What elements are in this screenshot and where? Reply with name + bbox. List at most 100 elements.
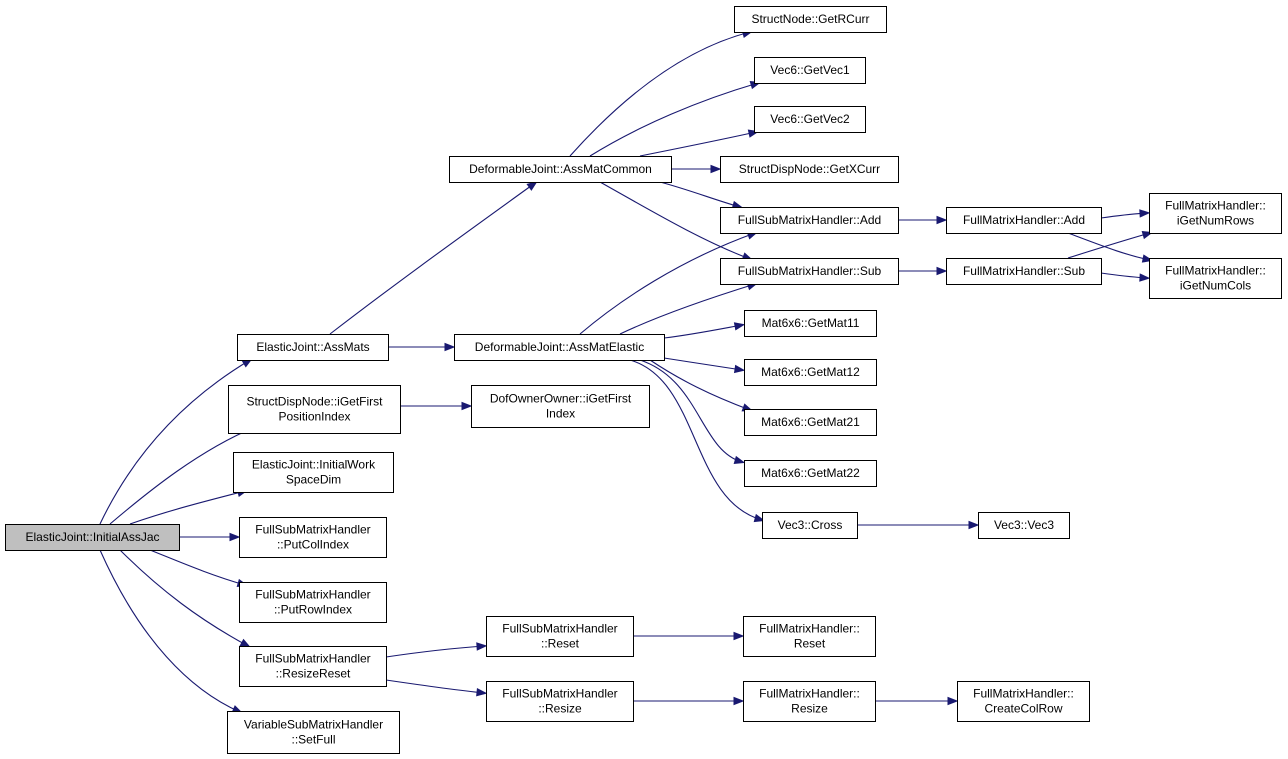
arrowhead <box>733 322 746 331</box>
node-vec3vec3[interactable]: Vec3::Vec3 <box>978 512 1070 539</box>
node-label: Mat6x6::GetMat22 <box>761 466 860 480</box>
node-label: Vec3::Vec3 <box>994 518 1054 532</box>
edge-line <box>329 182 536 335</box>
node-fsmadd[interactable]: FullSubMatrixHandler::Add <box>720 207 899 234</box>
edge-line <box>663 324 743 339</box>
node-label: Reset <box>794 637 826 651</box>
edge-line <box>385 645 485 658</box>
node-resizereset[interactable]: FullSubMatrixHandler::ResizeReset <box>239 646 387 687</box>
edge-line <box>109 426 256 525</box>
arrowhead <box>733 455 746 465</box>
node-box <box>754 57 866 84</box>
node-label: FullMatrixHandler:: <box>1165 199 1266 213</box>
edge-line <box>99 359 251 525</box>
node-label: StructDispNode::iGetFirst <box>246 395 383 409</box>
node-label: Mat6x6::GetMat11 <box>762 316 860 330</box>
edge-fmadd-to-getnumrows <box>1100 209 1151 219</box>
node-getvec2[interactable]: Vec6::GetVec2 <box>754 106 866 133</box>
node-setfull[interactable]: VariableSubMatrixHandler::SetFull <box>227 711 400 754</box>
node-fmreset[interactable]: FullMatrixHandler::Reset <box>743 616 876 657</box>
node-fmsub[interactable]: FullMatrixHandler::Sub <box>946 258 1102 285</box>
nodes-layer: ElasticJoint::InitialAssJac ElasticJoint:… <box>5 6 1282 754</box>
arrowhead <box>947 696 959 706</box>
node-fmresize[interactable]: FullMatrixHandler::Resize <box>743 681 876 722</box>
node-getnumcols[interactable]: FullMatrixHandler::iGetNumCols <box>1149 258 1282 299</box>
edge-line <box>589 82 759 157</box>
node-label: ElasticJoint::AssMats <box>256 340 369 354</box>
edge-root-to-assmats <box>99 358 253 525</box>
node-putrow[interactable]: FullSubMatrixHandler::PutRowIndex <box>239 582 387 623</box>
edge-fmsub-to-getnumcols <box>1100 272 1151 282</box>
node-box <box>5 524 180 551</box>
edge-fmresize-to-createcolrow <box>875 696 959 706</box>
edge-root-to-putrow <box>149 549 249 588</box>
node-box <box>228 385 401 434</box>
node-assmats[interactable]: ElasticJoint::AssMats <box>237 334 389 361</box>
node-getxcurr[interactable]: StructDispNode::GetXCurr <box>720 156 899 183</box>
node-getnumrows[interactable]: FullMatrixHandler::iGetNumRows <box>1149 193 1282 234</box>
edge-assmatcommon-to-getvec2 <box>639 129 760 157</box>
node-assmatcommon[interactable]: DeformableJoint::AssMatCommon <box>449 156 672 183</box>
node-box <box>744 409 877 436</box>
edge-assmatelastic-to-vec3cross <box>629 359 766 523</box>
node-box <box>454 334 665 361</box>
node-getvec1[interactable]: Vec6::GetVec1 <box>754 57 866 84</box>
node-fsmsub[interactable]: FullSubMatrixHandler::Sub <box>720 258 899 285</box>
node-box <box>720 156 899 183</box>
node-label: ::PutRowIndex <box>274 603 352 617</box>
node-label: iGetNumRows <box>1177 214 1254 228</box>
arrowhead <box>1139 209 1151 218</box>
node-label: FullSubMatrixHandler <box>255 652 370 666</box>
arrowhead <box>229 532 241 542</box>
node-fmadd[interactable]: FullMatrixHandler::Add <box>946 207 1102 234</box>
node-label: Vec6::GetVec1 <box>770 63 850 77</box>
arrowhead <box>733 631 745 641</box>
node-getmat12[interactable]: Mat6x6::GetMat12 <box>744 359 877 386</box>
node-box <box>239 582 387 623</box>
node-fsmreset[interactable]: FullSubMatrixHandler::Reset <box>486 616 634 657</box>
node-label: DeformableJoint::AssMatCommon <box>469 162 652 176</box>
edge-line <box>119 549 249 647</box>
node-label: Mat6x6::GetMat21 <box>761 415 860 429</box>
node-box <box>946 207 1102 234</box>
node-box <box>233 452 394 493</box>
edge-resizereset-to-fsmresize <box>385 679 488 697</box>
node-box <box>744 310 877 337</box>
node-createcolrow[interactable]: FullMatrixHandler::CreateColRow <box>957 681 1090 722</box>
node-box <box>978 512 1070 539</box>
node-getmat11[interactable]: Mat6x6::GetMat11 <box>744 310 877 337</box>
node-putcol[interactable]: FullSubMatrixHandler::PutColIndex <box>239 517 387 558</box>
edge-assmatelastic-to-getmat12 <box>663 357 746 374</box>
edge-fsmsub-to-fmsub <box>897 266 948 276</box>
node-root[interactable]: ElasticJoint::InitialAssJac <box>5 524 180 551</box>
edge-assmatcommon-to-fsmadd <box>659 181 744 210</box>
node-label: Vec6::GetVec2 <box>770 112 850 126</box>
node-label: Resize <box>791 702 828 716</box>
node-label: ::Reset <box>541 637 580 651</box>
node-getmat22[interactable]: Mat6x6::GetMat22 <box>744 460 877 487</box>
node-fsmresize[interactable]: FullSubMatrixHandler::Resize <box>486 681 634 722</box>
node-label: ElasticJoint::InitialWork <box>252 458 376 472</box>
node-vec3cross[interactable]: Vec3::Cross <box>762 512 858 539</box>
node-getrcurr[interactable]: StructNode::GetRCurr <box>734 6 887 33</box>
edge-line <box>149 549 246 586</box>
node-box <box>471 385 650 428</box>
node-getmat21[interactable]: Mat6x6::GetMat21 <box>744 409 877 436</box>
node-label: FullSubMatrixHandler <box>255 523 370 537</box>
node-label: ::ResizeReset <box>276 667 351 681</box>
node-box <box>743 616 876 657</box>
edge-assmatelastic-to-getmat22 <box>639 359 746 465</box>
edge-root-to-setfull <box>99 549 244 714</box>
node-label: CreateColRow <box>984 702 1062 716</box>
node-label: Mat6x6::GetMat12 <box>761 365 860 379</box>
node-label: FullSubMatrixHandler::Add <box>738 213 881 227</box>
node-assmatelastic[interactable]: DeformableJoint::AssMatElastic <box>454 334 665 361</box>
arrowhead <box>733 364 746 374</box>
node-label: Index <box>546 407 575 421</box>
node-label: FullSubMatrixHandler::Sub <box>738 264 882 278</box>
edge-line <box>599 181 751 260</box>
